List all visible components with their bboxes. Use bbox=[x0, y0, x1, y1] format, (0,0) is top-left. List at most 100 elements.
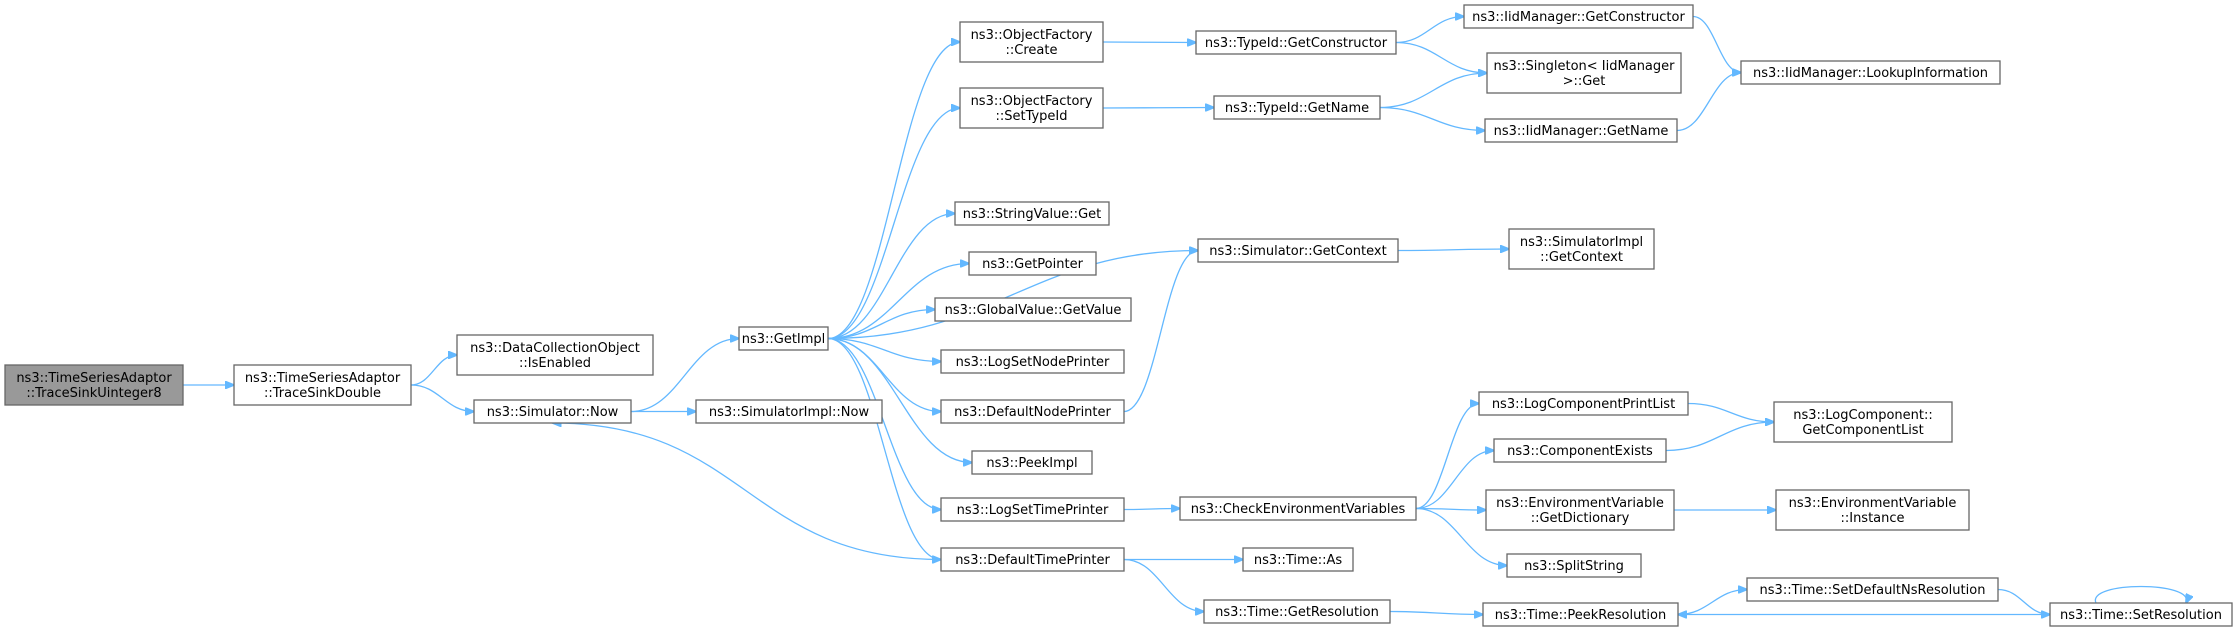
edge-tgn-to-sing bbox=[1379, 73, 1487, 109]
node-dtp[interactable]: ns3::DefaultTimePrinter bbox=[940, 547, 1125, 572]
node-ofs[interactable]: ns3::ObjectFactory::SetTypeId bbox=[959, 87, 1104, 129]
node-evgd[interactable]: ns3::EnvironmentVariable::GetDictionary bbox=[1485, 489, 1675, 531]
node-box bbox=[1485, 489, 1675, 531]
edges-layer bbox=[183, 17, 2187, 615]
node-tgr[interactable]: ns3::Time::GetResolution bbox=[1203, 599, 1391, 624]
node-root[interactable]: ns3::TimeSeriesAdaptor::TraceSinkUintege… bbox=[4, 364, 184, 406]
edge-getimpl-to-gptr bbox=[827, 264, 969, 340]
node-label: ns3::EnvironmentVariable bbox=[1789, 496, 1957, 511]
node-box bbox=[1463, 4, 1694, 29]
node-label: ns3::Simulator::GetContext bbox=[1209, 244, 1386, 259]
node-sing[interactable]: ns3::Singleton< IidManager>::Get bbox=[1486, 52, 1682, 94]
node-box bbox=[4, 364, 184, 406]
node-imgc[interactable]: ns3::IidManager::GetConstructor bbox=[1463, 4, 1694, 29]
node-imgn[interactable]: ns3::IidManager::GetName bbox=[1484, 118, 1678, 143]
node-sigc[interactable]: ns3::SimulatorImpl::GetContext bbox=[1508, 228, 1655, 270]
edge-tpr-to-tsdnr bbox=[1677, 590, 1747, 616]
node-getimpl[interactable]: ns3::GetImpl bbox=[738, 326, 829, 351]
node-label: ns3::TimeSeriesAdaptor bbox=[16, 371, 172, 386]
nodes-layer: ns3::TimeSeriesAdaptor::TraceSinkUintege… bbox=[4, 4, 2233, 627]
node-box bbox=[1213, 95, 1381, 120]
node-box bbox=[1773, 401, 1953, 443]
node-cev[interactable]: ns3::CheckEnvironmentVariables bbox=[1179, 496, 1417, 521]
node-ss[interactable]: ns3::SplitString bbox=[1506, 553, 1642, 578]
node-box bbox=[940, 399, 1125, 424]
node-peek[interactable]: ns3::PeekImpl bbox=[971, 450, 1093, 475]
node-label: ns3::TimeSeriesAdaptor bbox=[245, 371, 401, 386]
node-svget[interactable]: ns3::StringValue::Get bbox=[954, 201, 1110, 226]
node-label: ns3::IidManager::LookupInformation bbox=[1753, 66, 1988, 81]
node-label: ns3::TypeId::GetConstructor bbox=[1205, 36, 1388, 51]
node-label: ::GetContext bbox=[1540, 250, 1623, 265]
node-label: ns3::Time::SetResolution bbox=[2060, 608, 2222, 623]
node-label: ::Instance bbox=[1840, 511, 1904, 526]
edge-tsd-to-snow bbox=[410, 384, 474, 412]
edge-dtp-to-tgr bbox=[1123, 558, 1204, 612]
edge-tgc-to-sing bbox=[1395, 41, 1487, 74]
edge-getimpl-to-gvget bbox=[827, 310, 935, 340]
node-label: ::TraceSinkDouble bbox=[264, 386, 381, 401]
node-evi[interactable]: ns3::EnvironmentVariable::Instance bbox=[1775, 489, 1970, 531]
node-dnp[interactable]: ns3::DefaultNodePrinter bbox=[940, 399, 1125, 424]
node-tsdnr[interactable]: ns3::Time::SetDefaultNsResolution bbox=[1746, 577, 1999, 602]
edge-getimpl-to-svget bbox=[827, 214, 955, 340]
node-dco[interactable]: ns3::DataCollectionObject::IsEnabled bbox=[456, 334, 654, 376]
edge-ce-to-lcgcl bbox=[1665, 422, 1774, 452]
node-tgn[interactable]: ns3::TypeId::GetName bbox=[1213, 95, 1381, 120]
edge-cev-to-ce bbox=[1415, 451, 1494, 510]
node-lsnp[interactable]: ns3::LogSetNodePrinter bbox=[940, 349, 1125, 374]
node-box bbox=[1242, 547, 1354, 572]
node-label: ns3::ComponentExists bbox=[1507, 444, 1653, 459]
node-label: ns3::GetImpl bbox=[742, 332, 826, 347]
node-label: ns3::LogComponentPrintList bbox=[1492, 397, 1675, 412]
node-sinow[interactable]: ns3::SimulatorImpl::Now bbox=[695, 399, 883, 424]
edge-imgc-to-iml bbox=[1692, 15, 1741, 73]
node-tsd[interactable]: ns3::TimeSeriesAdaptor::TraceSinkDouble bbox=[233, 364, 412, 406]
node-tsr[interactable]: ns3::Time::SetResolution bbox=[2049, 602, 2233, 627]
node-snow[interactable]: ns3::Simulator::Now bbox=[473, 399, 632, 424]
node-box bbox=[940, 349, 1125, 374]
node-lstp[interactable]: ns3::LogSetTimePrinter bbox=[940, 497, 1125, 522]
node-label: GetComponentList bbox=[1802, 423, 1923, 438]
node-ofc[interactable]: ns3::ObjectFactory::Create bbox=[959, 21, 1104, 63]
node-label: ::GetDictionary bbox=[1531, 511, 1630, 526]
node-label: ns3::DefaultTimePrinter bbox=[955, 553, 1110, 568]
node-box bbox=[1740, 60, 2001, 85]
node-gvget[interactable]: ns3::GlobalValue::GetValue bbox=[934, 297, 1132, 322]
node-box bbox=[1746, 577, 1999, 602]
edge-tsd-to-dco bbox=[410, 355, 457, 386]
edge-ofc-to-tgc bbox=[1102, 42, 1196, 43]
node-lcpl[interactable]: ns3::LogComponentPrintList bbox=[1478, 391, 1689, 416]
edge-getimpl-to-sgc bbox=[827, 251, 1198, 340]
node-label: ns3::IidManager::GetConstructor bbox=[1472, 10, 1685, 25]
edge-tsdnr-to-tsr bbox=[1997, 588, 2050, 615]
node-tpr[interactable]: ns3::Time::PeekResolution bbox=[1482, 602, 1679, 627]
node-box bbox=[1203, 599, 1391, 624]
node-label: ns3::GetPointer bbox=[982, 257, 1083, 272]
edge-cev-to-lcpl bbox=[1415, 404, 1479, 510]
node-sgc[interactable]: ns3::Simulator::GetContext bbox=[1197, 238, 1399, 263]
node-label: ::IsEnabled bbox=[519, 356, 591, 371]
node-label: ns3::Time::PeekResolution bbox=[1495, 608, 1666, 623]
node-box bbox=[968, 251, 1097, 276]
node-box bbox=[1775, 489, 1970, 531]
node-iml[interactable]: ns3::IidManager::LookupInformation bbox=[1740, 60, 2001, 85]
node-box bbox=[1179, 496, 1417, 521]
node-tas[interactable]: ns3::Time::As bbox=[1242, 547, 1354, 572]
node-box bbox=[954, 201, 1110, 226]
node-gptr[interactable]: ns3::GetPointer bbox=[968, 251, 1097, 276]
node-label: ns3::ObjectFactory bbox=[971, 28, 1093, 43]
node-label: ns3::GlobalValue::GetValue bbox=[945, 303, 1122, 318]
node-label: ns3::Time::As bbox=[1254, 553, 1343, 568]
node-ce[interactable]: ns3::ComponentExists bbox=[1493, 438, 1667, 463]
edge-dtp-to-snow bbox=[553, 423, 942, 561]
node-label: >::Get bbox=[1563, 74, 1606, 89]
node-box bbox=[233, 364, 412, 406]
node-lcgcl[interactable]: ns3::LogComponent::GetComponentList bbox=[1773, 401, 1953, 443]
node-label: ns3::EnvironmentVariable bbox=[1496, 496, 1664, 511]
node-label: ns3::Singleton< IidManager bbox=[1493, 59, 1675, 74]
node-tgc[interactable]: ns3::TypeId::GetConstructor bbox=[1195, 30, 1397, 55]
node-label: ::TraceSinkUinteger8 bbox=[26, 386, 161, 401]
edge-getimpl-to-lsnp bbox=[827, 337, 941, 362]
